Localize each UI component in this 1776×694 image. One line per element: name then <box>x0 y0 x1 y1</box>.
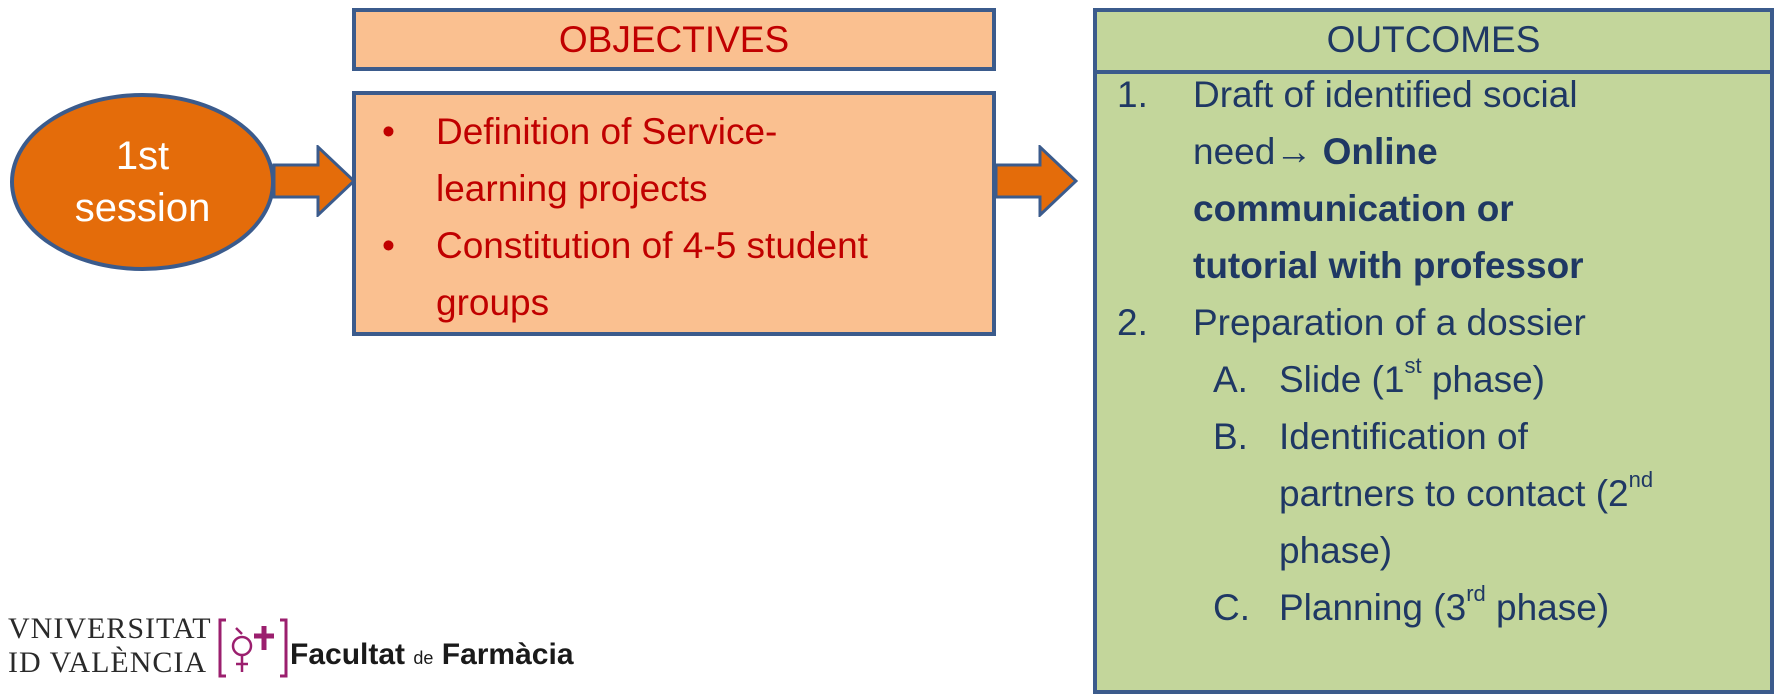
session-oval: 1st session <box>10 93 275 271</box>
objective-text: Constitution of 4-5 student <box>436 225 868 266</box>
sub-text: Slide (1st phase) <box>1279 352 1545 400</box>
objectives-box: • Definition of Service- learning projec… <box>352 91 996 336</box>
bullet-icon: • <box>382 225 395 266</box>
outcome-text: Preparation of a dossier <box>1193 302 1586 343</box>
session-label-line1: 1st <box>115 134 170 178</box>
logo-text: VNIVERSITAT <box>8 612 212 645</box>
outcome-bold-text: tutorial with professor <box>1193 245 1584 286</box>
objectives-header: OBJECTIVES <box>352 8 996 71</box>
sub-letter: B. <box>1213 416 1248 457</box>
outcomes-box: 1. Draft of identified social need→ Onli… <box>1093 74 1774 694</box>
outcome-text-line: need→ Online <box>1193 123 1438 180</box>
arrow-right-icon <box>272 145 356 217</box>
outcome-number: 2. <box>1117 302 1148 343</box>
arrow-right-icon <box>994 145 1078 217</box>
bullet-icon: • <box>382 111 395 152</box>
faculty-name: Facultat de Farmàcia <box>290 638 574 671</box>
objectives-list: • Definition of Service- learning projec… <box>356 103 976 331</box>
sub-text-line: partners to contact (2nd <box>1279 466 1654 514</box>
outcome-bold-text: communication or <box>1193 188 1514 229</box>
objective-item: • Constitution of 4-5 student groups <box>356 217 976 331</box>
sub-text-line: phase) <box>1279 530 1393 571</box>
university-logo: VNIVERSITAT ID VALÈNCIA Facultat de Farm… <box>8 612 688 682</box>
session-label-line2: session <box>74 186 211 230</box>
university-seal-icon <box>218 618 288 678</box>
sub-text: Identification of <box>1279 416 1528 457</box>
sub-letter: A. <box>1213 359 1248 400</box>
outcomes-header: OUTCOMES <box>1093 8 1774 74</box>
outcome-bold-text: Online <box>1322 131 1438 172</box>
right-arrow-icon: → <box>1275 131 1313 172</box>
outcome-number: 1. <box>1117 74 1148 115</box>
logo-text: ID VALÈNCIA <box>8 646 208 679</box>
objective-text: learning projects <box>436 168 708 209</box>
objective-text: groups <box>436 282 550 323</box>
objective-item: • Definition of Service- learning projec… <box>356 103 976 217</box>
outcome-text: Draft of identified social <box>1193 74 1578 115</box>
sub-letter: C. <box>1213 587 1250 628</box>
sub-text: Planning (3rd phase) <box>1279 580 1610 628</box>
outcome-text: need <box>1193 131 1276 172</box>
objective-text: Definition of Service- <box>436 111 778 152</box>
